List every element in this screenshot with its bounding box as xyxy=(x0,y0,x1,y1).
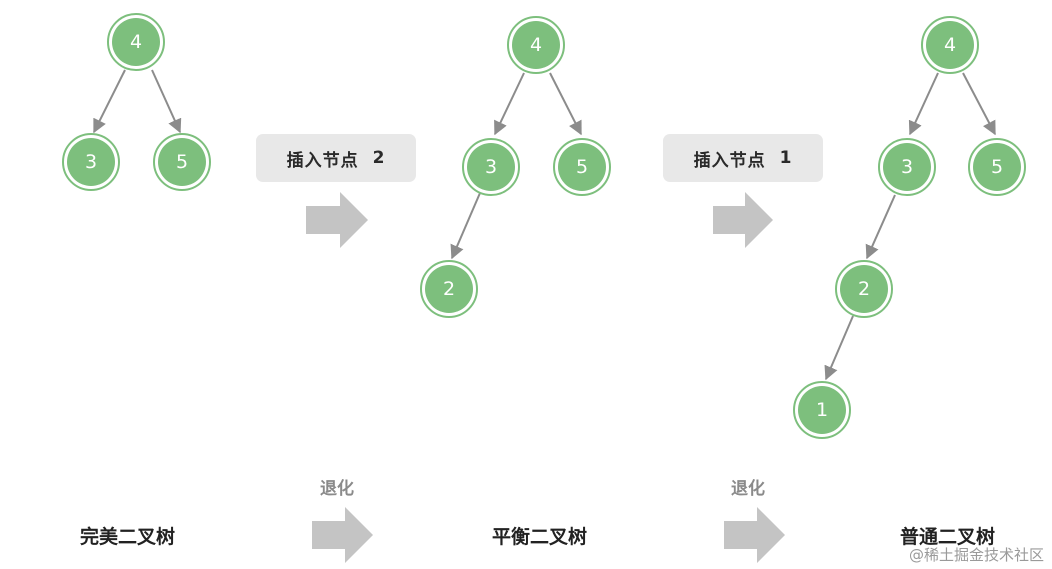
edge-4-5 xyxy=(549,72,582,136)
insert-node-box: 插入节点 1 xyxy=(663,134,823,182)
node-label: 3 xyxy=(901,156,913,178)
node-label: 5 xyxy=(991,156,1003,178)
tree-node: 4 xyxy=(507,16,565,74)
tree-node: 5 xyxy=(153,133,211,191)
node-label: 2 xyxy=(443,278,455,300)
op-value: 1 xyxy=(779,148,793,168)
edge-2-1 xyxy=(824,315,854,381)
tree-node: 3 xyxy=(462,138,520,196)
insert-arrow-icon xyxy=(306,192,368,248)
caption-ordinary-tree: 普通二叉树 xyxy=(900,526,996,548)
degrade-label: 退化 xyxy=(320,479,354,499)
caption-perfect-tree: 完美二叉树 xyxy=(80,526,176,548)
node-label: 3 xyxy=(485,156,497,178)
node-label: 2 xyxy=(858,278,870,300)
degrade-label: 退化 xyxy=(731,479,765,499)
tree-node: 3 xyxy=(878,138,936,196)
tree-balanced: 4 3 5 2 xyxy=(420,16,611,318)
tree-node: 1 xyxy=(793,381,851,439)
tree-node: 5 xyxy=(968,138,1026,196)
op-label: 插入节点 xyxy=(286,150,359,171)
tree-node: 2 xyxy=(835,260,893,318)
tree-node: 3 xyxy=(62,133,120,191)
watermark: @稀土掘金技术社区 xyxy=(908,546,1044,564)
tree-node: 2 xyxy=(420,260,478,318)
caption-balanced-tree: 平衡二叉树 xyxy=(492,526,588,548)
edge-4-3 xyxy=(93,69,126,134)
node-label: 5 xyxy=(176,151,188,173)
node-label: 4 xyxy=(530,34,542,56)
edge-4-3 xyxy=(494,72,525,136)
edge-4-3 xyxy=(908,72,939,136)
degrade-arrow-icon xyxy=(724,507,785,563)
tree-perfect: 4 3 5 xyxy=(62,13,211,191)
node-label: 4 xyxy=(130,31,142,53)
op-label: 插入节点 xyxy=(693,150,766,171)
node-label: 5 xyxy=(576,156,588,178)
insert-arrow-icon xyxy=(713,192,773,248)
tree-node: 5 xyxy=(553,138,611,196)
node-label: 4 xyxy=(944,34,956,56)
edge-4-5 xyxy=(962,72,996,136)
node-label: 3 xyxy=(85,151,97,173)
tree-ordinary: 4 3 5 2 1 xyxy=(793,16,1026,439)
tree-node: 4 xyxy=(107,13,165,71)
degrade-arrow-icon xyxy=(312,507,373,563)
edge-3-2 xyxy=(450,192,481,260)
edge-4-5 xyxy=(151,69,182,134)
node-label: 1 xyxy=(816,399,828,421)
tree-node: 4 xyxy=(921,16,979,74)
op-value: 2 xyxy=(372,148,386,168)
insert-node-box: 插入节点 2 xyxy=(256,134,416,182)
edge-3-2 xyxy=(865,194,896,260)
